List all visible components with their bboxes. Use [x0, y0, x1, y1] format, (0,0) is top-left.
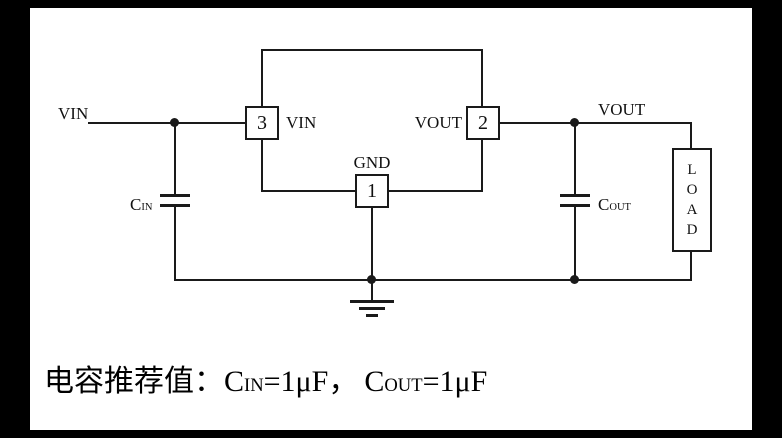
junction-dot-cout-top	[570, 118, 579, 127]
cout-label: COUT	[598, 195, 631, 215]
wire-pin1-down	[371, 206, 373, 281]
caption-cin-symbol: C	[224, 365, 245, 398]
caption-prefix: 电容推荐值：	[44, 365, 224, 398]
vout-net-label: VOUT	[598, 100, 646, 119]
ground-symbol-bar-3	[366, 314, 378, 317]
ground-symbol-bar-2	[359, 307, 385, 310]
wire-pin2-down	[481, 138, 483, 192]
capacitor-cin-plate-bottom	[160, 204, 190, 207]
wire-cout-lower	[574, 207, 576, 281]
wire-vin-lead	[88, 122, 246, 124]
capacitor-cout-plate-top	[560, 194, 590, 197]
load-letter: A	[686, 201, 698, 218]
pin1-box: 1	[355, 174, 389, 208]
wire-top-loop	[261, 49, 483, 51]
caption-recommended-values: 电容推荐值：CIN=1μF，COUT=1μF	[44, 356, 487, 400]
wire-cout-upper	[574, 123, 576, 195]
pin1-name-label: GND	[353, 153, 391, 172]
wire-vout-lead	[498, 122, 692, 124]
cin-subscript: IN	[141, 202, 153, 213]
wire-top-loop-left	[261, 49, 263, 107]
pin3-name-label: VIN	[286, 113, 317, 132]
wire-top-loop-right	[481, 49, 483, 107]
junction-dot-ground	[367, 275, 376, 284]
pin2-name-label: VOUT	[414, 113, 462, 132]
wire-load-top	[690, 123, 692, 149]
load-letter: O	[686, 181, 698, 198]
caption-cout-symbol: C	[364, 365, 385, 398]
wire-pin3-down	[261, 138, 263, 192]
junction-dot-cout-bottom	[570, 275, 579, 284]
caption-cin-value: =1μF，	[263, 365, 359, 398]
pin3-box: 3	[245, 106, 279, 140]
schematic-canvas: 3 2 1 L O A D VIN VIN VOUT GND VOUT CIN …	[30, 8, 752, 430]
junction-dot-cin-top	[170, 118, 179, 127]
capacitor-cin-plate-top	[160, 194, 190, 197]
wire-cin-upper	[174, 123, 176, 195]
load-letter: L	[687, 161, 697, 178]
pin3-number: 3	[257, 111, 267, 134]
cin-label: CIN	[130, 195, 152, 215]
cout-subscript: OUT	[609, 202, 631, 213]
pin2-box: 2	[466, 106, 500, 140]
pin1-number: 1	[367, 179, 377, 202]
cin-symbol: C	[130, 195, 142, 214]
capacitor-cout-plate-bottom	[560, 204, 590, 207]
pin2-number: 2	[478, 111, 488, 134]
wire-bottom-rail	[174, 279, 692, 281]
cout-symbol: C	[598, 195, 610, 214]
vin-net-label: VIN	[58, 104, 89, 123]
caption-cin-subscript: IN	[244, 375, 264, 396]
ground-stem	[371, 281, 373, 300]
wire-cin-lower	[174, 207, 176, 281]
caption-cout-subscript: OUT	[384, 375, 423, 396]
load-box: L O A D	[672, 148, 712, 252]
wire-load-bottom	[690, 252, 692, 281]
ground-symbol-bar-1	[350, 300, 394, 303]
load-letter: D	[686, 221, 698, 238]
caption-cout-value: =1μF	[422, 365, 488, 398]
